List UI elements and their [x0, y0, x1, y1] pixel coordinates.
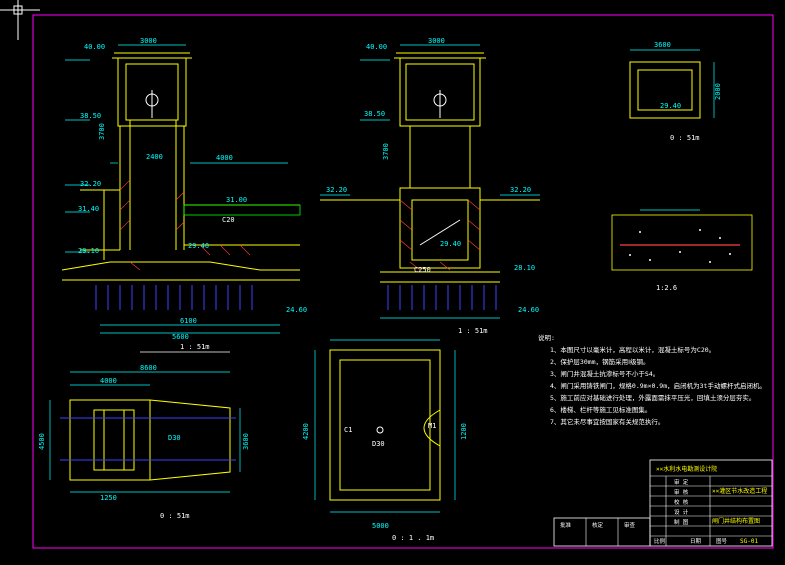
note-2: 2、保护层30mm，钢筋采用Ⅰ级钢。 [550, 357, 649, 366]
sheet-frame [32, 14, 774, 549]
tb-bottom-2: 日期 [690, 538, 702, 545]
tb-row-3: 校 核 [674, 498, 689, 506]
dim-4000: 4000 [216, 154, 233, 162]
tb-code: SG-01 [740, 538, 758, 545]
tb-row-5: 制 图 [674, 518, 689, 526]
elev-2460-b: 24.60 [518, 306, 539, 314]
plan-view-middle: 5000 4200 1200 C1 M1 D30 0 : 1 . 1m [302, 339, 468, 542]
cross-section-view: 40.00 38.50 32.20 32.20 28.10 24.60 29.4… [320, 37, 540, 335]
dim-2400: 2400 [146, 153, 163, 161]
plan-view-left: 8600 4000 1250 4500 3600 D30 0 : 51m [38, 364, 250, 520]
label-d30: D30 [372, 440, 385, 448]
elev-2940: 29.40 [188, 242, 209, 250]
note-3: 3、闸门井混凝土抗渗标号不小于S4。 [550, 369, 659, 378]
dim-2000: 2000 [714, 83, 722, 100]
elev-3100: 31.00 [226, 196, 247, 204]
tb-left-3: 审查 [624, 521, 636, 529]
note-1: 1、本图尺寸以毫米计，高程以米计，混凝土标号为C20。 [550, 345, 715, 354]
box-detail-view: 3600 2000 29.40 0 : 51m [629, 41, 722, 142]
scale-4: 1:2.6 [656, 284, 677, 292]
dim-1250: 1250 [100, 494, 117, 502]
scale-5: 0 : 51m [160, 512, 190, 520]
elev-2460: 24.60 [286, 306, 307, 314]
label-m1: M1 [428, 422, 436, 430]
tb-bottom-1: 比例 [654, 537, 666, 545]
dim-3000-b: 3000 [428, 37, 445, 45]
dim-1200: 1200 [460, 423, 468, 440]
title-block: ××水利水电勘测设计院 ××灌区节水改造工程 闸门井结构布置图 SG-01 审 … [553, 459, 773, 547]
scale-3: 0 : 51m [670, 134, 700, 142]
tb-left-1: 批准 [560, 521, 572, 529]
tb-project: ××灌区节水改造工程 [712, 487, 767, 495]
notes-title: 说明: [538, 333, 555, 342]
label-c250: C250 [414, 266, 431, 274]
dim-3700: 3700 [98, 123, 106, 140]
tb-row-2: 审 核 [674, 488, 689, 496]
label-c20: C20 [222, 216, 235, 224]
scale-1: 1 : 51m [180, 343, 210, 351]
note-5: 5、施工前应对基础进行处理，外露面需抹平压光，回填土须分层夯实。 [550, 393, 755, 402]
elev-40: 40.00 [84, 43, 105, 51]
elev-2810: 28.10 [514, 264, 535, 272]
dim-5000: 5000 [372, 522, 389, 530]
elev-3220: 32.20 [80, 180, 101, 188]
dim-4000-plan: 4000 [100, 377, 117, 385]
note-4: 4、闸门采用铸铁闸门，规格0.9m×0.9m，启闭机为3t手动螺杆式启闭机。 [550, 381, 766, 390]
dim-4200: 4200 [302, 423, 310, 440]
dim-6100: 6100 [180, 317, 197, 325]
dim-3600-plan: 3600 [242, 433, 250, 450]
label-c1: C1 [344, 426, 352, 434]
tb-row-4: 设 计 [674, 508, 689, 516]
label-2940-box: 29.40 [660, 102, 681, 110]
dim-3000: 3000 [140, 37, 157, 45]
tb-row-1: 审 定 [674, 478, 689, 486]
scale-2: 1 : 51m [458, 327, 488, 335]
elev-3220-b: 32.20 [326, 186, 347, 194]
rebar-detail-view: 1:2.6 [611, 209, 753, 292]
notes-block: 说明: 1、本图尺寸以毫米计，高程以米计，混凝土标号为C20。 2、保护层30m… [538, 333, 766, 426]
elev-3220-c: 32.20 [510, 186, 531, 194]
elev-2940-b: 29.40 [440, 240, 461, 248]
tb-left-2: 核定 [592, 521, 604, 529]
tb-bottom-3: 图号 [716, 537, 728, 545]
elev-3850-b: 38.50 [364, 110, 385, 118]
label-d30-plan: D30 [168, 434, 181, 442]
crosshair-cursor[interactable] [0, 0, 40, 40]
longitudinal-section-view: 40.00 38.50 32.20 31.40 29.10 31.00 29.4… [61, 37, 307, 353]
tb-company: ××水利水电勘测设计院 [656, 465, 717, 473]
elev-2910: 29.10 [78, 247, 99, 255]
dim-5600: 5600 [172, 333, 189, 341]
note-7: 7、其它未尽事宜按国家有关规范执行。 [550, 417, 664, 426]
tb-drawing: 闸门井结构布置图 [712, 517, 760, 525]
dim-3600: 3600 [654, 41, 671, 49]
elev-40-b: 40.00 [366, 43, 387, 51]
dim-4500: 4500 [38, 433, 46, 450]
dim-8600: 8600 [140, 364, 157, 372]
elev-3140: 31.40 [78, 205, 99, 213]
elev-3850: 38.50 [80, 112, 101, 120]
note-6: 6、楼梯、栏杆等施工见标准图集。 [550, 405, 651, 414]
dim-3700-b: 3700 [382, 143, 390, 160]
scale-6: 0 : 1 . 1m [392, 534, 434, 542]
